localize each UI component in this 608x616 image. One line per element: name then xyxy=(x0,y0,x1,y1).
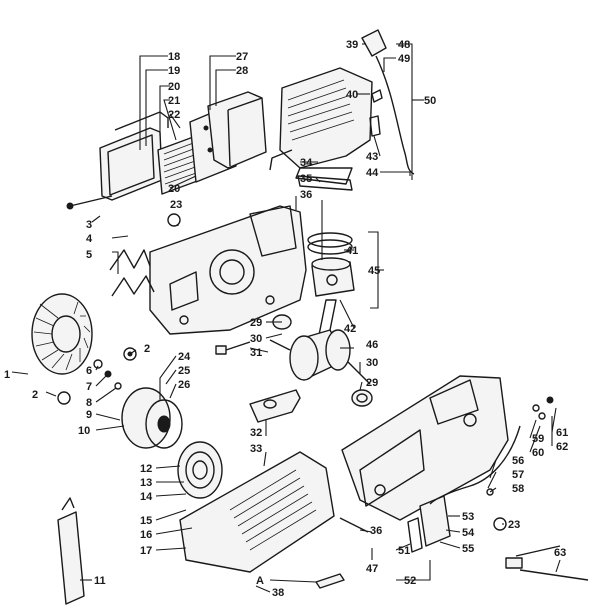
callout-30b: 30 xyxy=(366,357,378,369)
callout-13: 13 xyxy=(140,477,152,489)
callout-28: 28 xyxy=(236,65,248,77)
callout-30a: 30 xyxy=(250,333,262,345)
callout-53: 53 xyxy=(462,511,474,523)
callout-24: 24 xyxy=(178,351,191,363)
callout-6: 6 xyxy=(86,365,92,377)
callout-51: 51 xyxy=(398,545,410,557)
callout-45: 45 xyxy=(368,265,380,277)
callout-10: 10 xyxy=(78,425,90,437)
callout-16: 16 xyxy=(140,529,152,541)
callout-62: 62 xyxy=(556,441,568,453)
callout-1: 1 xyxy=(4,369,10,381)
callout-63: 63 xyxy=(554,547,566,559)
guide-tab-a xyxy=(315,573,345,589)
callout-labels: 1 2 2 3 4 5 6 7 8 9 10 11 12 13 14 15 16… xyxy=(4,39,568,599)
screws xyxy=(57,195,554,533)
callout-56: 56 xyxy=(512,455,524,467)
ignition-wire xyxy=(429,425,521,505)
callout-49: 49 xyxy=(398,53,410,65)
callout-12: 12 xyxy=(140,463,152,475)
callout-15: 15 xyxy=(140,515,152,527)
leader-lines xyxy=(11,43,561,593)
callout-26: 26 xyxy=(178,379,190,391)
carburetor-block xyxy=(207,91,267,169)
starter-handle xyxy=(249,389,301,423)
callout-27: 27 xyxy=(236,51,248,63)
callout-14: 14 xyxy=(140,491,153,503)
piston-rings xyxy=(307,232,353,255)
callout-47: 47 xyxy=(366,563,378,575)
callout-59: 59 xyxy=(532,433,544,445)
callout-58: 58 xyxy=(512,483,524,495)
air-filter-cover xyxy=(99,111,169,201)
crankcase-left xyxy=(149,205,307,335)
callout-25: 25 xyxy=(178,365,190,377)
callout-34: 34 xyxy=(300,157,313,169)
springs-group xyxy=(109,249,155,297)
cylinder xyxy=(269,67,373,185)
callout-52: 52 xyxy=(404,575,416,587)
callout-a: A xyxy=(256,575,264,587)
callout-41: 41 xyxy=(346,245,358,257)
callout-17: 17 xyxy=(140,545,152,557)
flywheel xyxy=(31,293,93,375)
callout-60: 60 xyxy=(532,447,544,459)
callout-46: 46 xyxy=(366,339,378,351)
callout-38: 38 xyxy=(272,587,284,599)
fuel-tube xyxy=(57,497,85,605)
crankshaft xyxy=(269,329,371,385)
callout-42: 42 xyxy=(344,323,356,335)
callout-5: 5 xyxy=(86,249,92,261)
callout-43: 43 xyxy=(366,151,378,163)
starter-pulley xyxy=(121,387,183,449)
spark-plug-boot xyxy=(361,29,415,175)
callout-57: 57 xyxy=(512,469,524,481)
callout-39: 39 xyxy=(346,39,358,51)
callout-35: 35 xyxy=(300,173,312,185)
callout-61: 61 xyxy=(556,427,568,439)
callout-33: 33 xyxy=(250,443,262,455)
callout-2b: 2 xyxy=(32,389,38,401)
callout-4: 4 xyxy=(86,233,93,245)
piston xyxy=(311,257,355,297)
callout-22: 22 xyxy=(168,109,180,121)
callout-31: 31 xyxy=(250,347,262,359)
starter-housing xyxy=(179,451,335,573)
callout-29b: 29 xyxy=(366,377,378,389)
callout-54: 54 xyxy=(462,527,475,539)
callout-7: 7 xyxy=(86,381,92,393)
callout-18: 18 xyxy=(168,51,180,63)
callout-44: 44 xyxy=(366,167,379,179)
callout-32: 32 xyxy=(250,427,262,439)
cylinder-gasket xyxy=(297,175,353,191)
spark-plug-wrench xyxy=(505,545,589,581)
callout-36a: 36 xyxy=(300,189,312,201)
callout-8: 8 xyxy=(86,397,92,409)
callout-29a: 29 xyxy=(250,317,262,329)
callout-2a: 2 xyxy=(144,343,150,355)
callout-23b: 23 xyxy=(508,519,520,531)
recoil-spring xyxy=(177,441,223,499)
callout-50: 50 xyxy=(424,95,436,107)
callout-21: 21 xyxy=(168,95,180,107)
callout-20b: 20 xyxy=(168,183,180,195)
callout-48: 48 xyxy=(398,39,410,51)
callout-36b: 36 xyxy=(370,525,382,537)
callout-9: 9 xyxy=(86,409,92,421)
crankcase-right xyxy=(341,375,509,521)
callout-23a: 23 xyxy=(170,199,182,211)
callout-3: 3 xyxy=(86,219,92,231)
callout-55: 55 xyxy=(462,543,474,555)
callout-40: 40 xyxy=(346,89,358,101)
callout-20a: 20 xyxy=(168,81,180,93)
callout-11: 11 xyxy=(94,575,106,587)
callout-19: 19 xyxy=(168,65,180,77)
